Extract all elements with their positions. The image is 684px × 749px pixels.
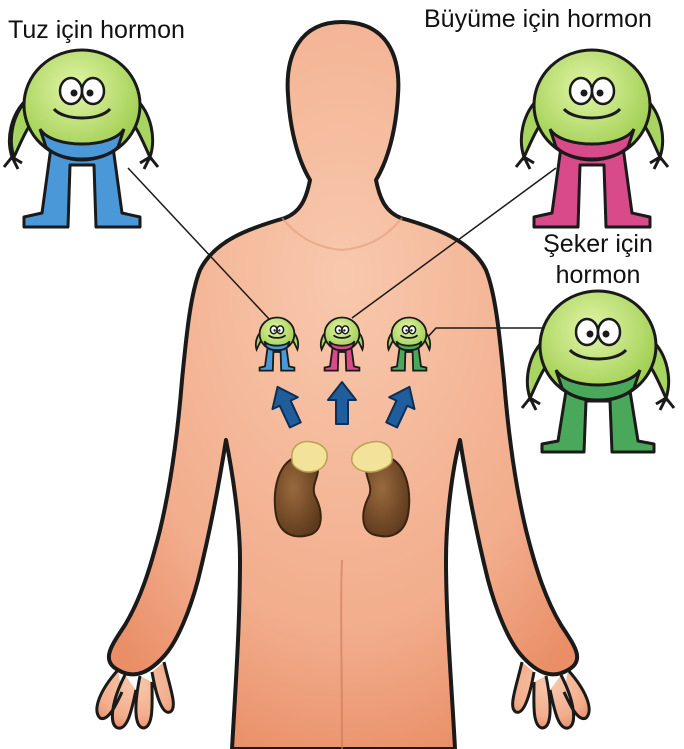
salt-hormone-label: Tuz için hormon — [8, 15, 185, 46]
sugar-hormone-label: Şeker için hormon — [516, 229, 680, 291]
sugar-hormone-character-large — [522, 291, 674, 452]
salt-hormone-character-large — [4, 50, 158, 227]
growth-hormone-character-large — [516, 50, 668, 227]
sugar-hormone-label-line2: hormon — [516, 260, 680, 291]
left-adrenal-gland — [292, 442, 327, 472]
growth-hormone-label: Büyüme için hormon — [424, 4, 652, 35]
sugar-hormone-label-line1: Şeker için — [516, 229, 680, 260]
